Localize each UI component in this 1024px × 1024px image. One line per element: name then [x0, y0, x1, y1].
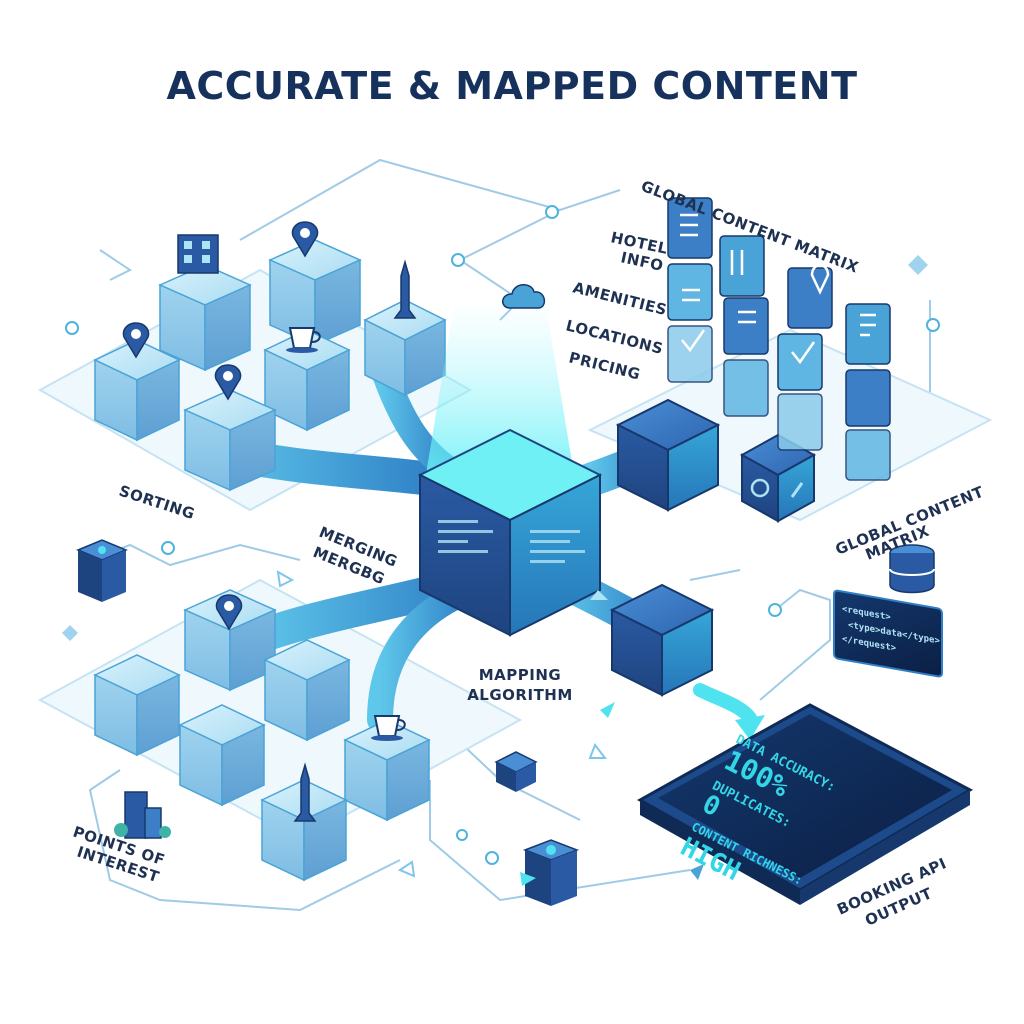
mapping-core-cube: [417, 428, 603, 637]
label-pricing: PRICING: [567, 348, 642, 383]
label-sorting: SORTING: [117, 482, 197, 523]
processing-cube: [609, 583, 715, 697]
map-pin-icon: [291, 221, 319, 258]
map-pin-icon: [122, 322, 150, 359]
coffee-cup-icon: [286, 327, 321, 353]
label-mapping-2: ALGORITHM: [467, 686, 573, 704]
coffee-cup-icon: [371, 715, 406, 741]
city-buildings-icon: [114, 791, 171, 839]
api-request-code-panel: <request> <type>data</type> </request>: [833, 589, 943, 678]
booking-output-dashboard: [636, 703, 974, 905]
map-pin-icon: [215, 594, 243, 631]
label-mapping-1: MAPPING: [479, 666, 561, 684]
database-cylinder-icon: [889, 544, 935, 594]
decorative-diamonds: [62, 255, 928, 641]
flow-arrows: [520, 590, 765, 886]
processing-cube: [615, 398, 721, 512]
content-matrix-grid: [667, 197, 891, 481]
monument-icon: [393, 259, 417, 319]
cloud-icon: [502, 284, 546, 309]
monument-icon: [293, 762, 317, 822]
database-server-icon: [76, 539, 128, 602]
map-pin-icon: [214, 364, 242, 401]
network-nodes: [65, 205, 940, 865]
light-beam: [425, 300, 575, 480]
sync-cube: [739, 433, 817, 523]
database-server-icon: [522, 839, 580, 906]
content-cubes-bottom: [93, 589, 431, 882]
small-node-cube: [494, 751, 538, 792]
building-icon: [177, 234, 219, 274]
page-title: ACCURATE & MAPPED CONTENT: [166, 64, 858, 108]
decorative-triangles: [276, 570, 608, 878]
label-amenities: AMENITIES: [571, 278, 669, 319]
